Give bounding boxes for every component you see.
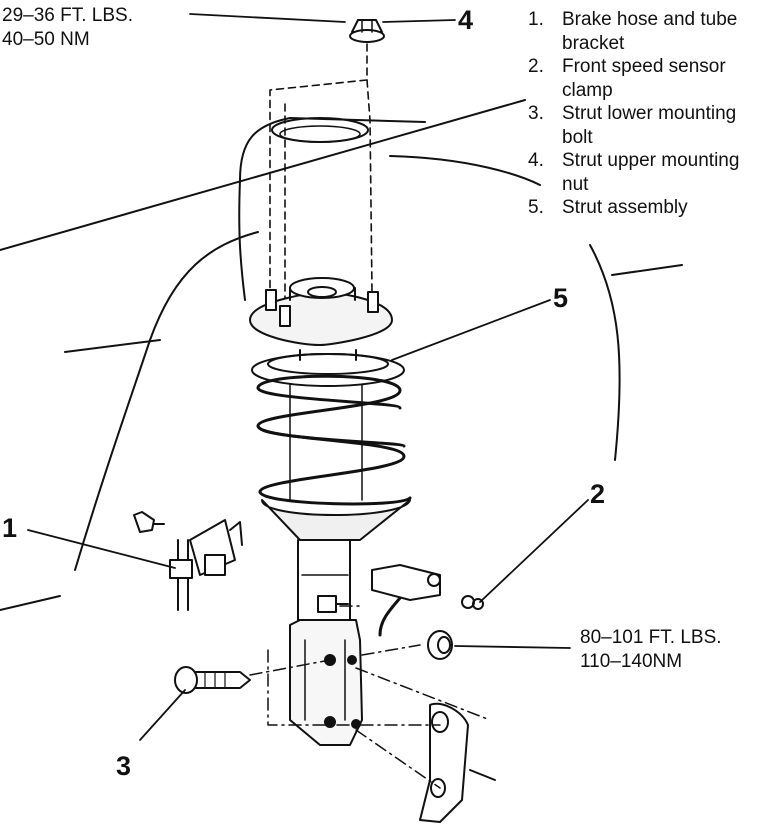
lower-torque-nm: 110–140NM (580, 651, 683, 672)
legend-number: 5. (528, 197, 544, 218)
legend-item: 3. Strut lower mounting bolt (528, 102, 768, 149)
callout-1: 1 (2, 513, 18, 543)
legend-text: Front speed sensor clamp (562, 56, 726, 101)
alignment-lines-lower (249, 605, 491, 789)
callout-4: 4 (458, 5, 474, 35)
callout-2: 2 (590, 479, 606, 509)
speed-sensor-clamp (371, 564, 484, 637)
parts-legend: 1. Brake hose and tube bracket 2. Front … (528, 8, 768, 220)
legend-text: Strut assembly (562, 197, 688, 218)
legend-number: 1. (528, 9, 544, 30)
upper-mount (249, 277, 393, 346)
leader-lines (27, 13, 589, 741)
legend-item: 1. Brake hose and tube bracket (528, 8, 768, 55)
callout-5: 5 (553, 283, 569, 313)
upper-mounting-nut (349, 19, 385, 43)
legend-number: 4. (528, 150, 544, 171)
steering-knuckle (419, 702, 496, 823)
legend-item: 4. Strut upper mounting nut (528, 149, 768, 196)
legend-text: Brake hose and tube bracket (562, 9, 738, 54)
callout-3: 3 (116, 751, 132, 781)
strut-tower-hole (271, 117, 369, 143)
strut-body (261, 499, 411, 746)
legend-text: Strut upper mounting nut (562, 150, 740, 195)
legend-number: 2. (528, 56, 544, 77)
coil-spring (256, 374, 412, 506)
legend-text: Strut lower mounting bolt (562, 103, 737, 148)
legend-number: 3. (528, 103, 544, 124)
legend-item: 2. Front speed sensor clamp (528, 55, 768, 102)
lower-nut (427, 630, 453, 660)
upper-torque-ftlbs: 29–36 FT. LBS. (2, 5, 133, 26)
lower-torque-ftlbs: 80–101 FT. LBS. (580, 627, 722, 648)
upper-torque-nm: 40–50 NM (2, 29, 90, 50)
lower-mounting-bolt (174, 666, 251, 694)
brake-hose-bracket (133, 511, 243, 611)
fender-panel (0, 99, 683, 611)
alignment-lines-upper (269, 43, 373, 301)
legend-item: 5. Strut assembly (528, 196, 768, 220)
